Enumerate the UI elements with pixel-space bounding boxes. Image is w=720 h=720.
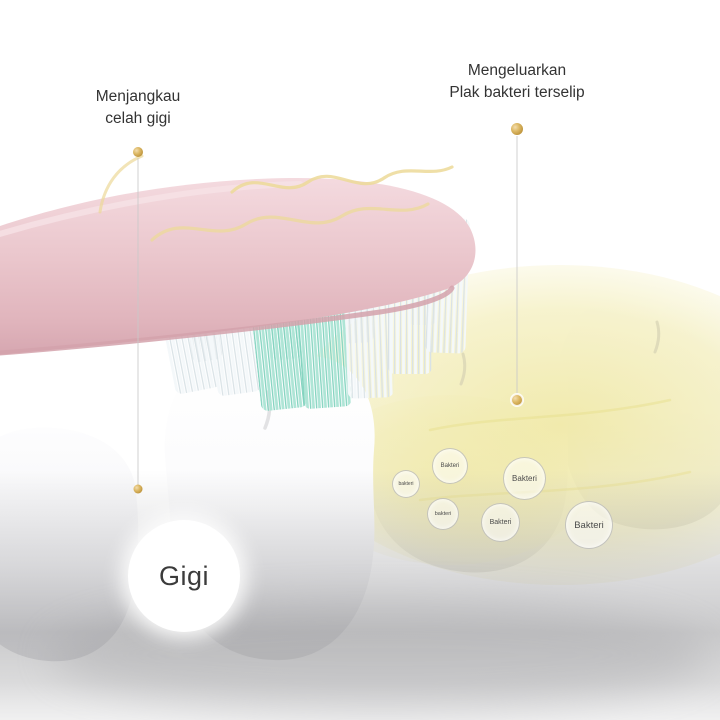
callout-left [133,147,143,494]
bacteria-label: Bakteri [440,463,460,469]
bacteria-bubble: Bakteri [565,501,613,549]
bacteria-label: bakteri [434,511,452,517]
annotation-line: Mengeluarkan [467,62,567,79]
callout-right [510,123,524,407]
bottom-shadow [0,470,720,720]
tooth-crevice [653,320,661,354]
bacteria-bubble: bakteri [427,498,459,530]
callout-dot [511,123,523,135]
annotation-reach-gaps: Menjangkau celah gigi [55,86,221,131]
annotation-line: Menjangkau [95,88,181,105]
bacteria-bubble: Bakteri [432,448,468,484]
tooth-crevice [459,352,467,386]
annotation-line: celah gigi [105,110,171,128]
bacteria-bubble: bakteri [392,470,420,498]
callout-dot [133,147,143,157]
bacteria-bubble: Bakteri [481,503,520,542]
tooth-label-circle: Gigi [128,520,240,632]
toothbrush-head [0,177,476,356]
callout-dot [133,484,143,494]
callout-dot [510,393,524,407]
annotation-line: Plak bakteri terselip [449,84,585,102]
tooth-label: Gigi [158,560,209,591]
bacteria-bubble: Bakteri [503,457,546,500]
motion-waves [98,154,454,242]
bacteria-label: Bakteri [574,519,604,531]
annotation-remove-plaque: Mengeluarkan Plak bakteri terselip [412,60,622,105]
bacteria-label: bakteri [398,481,414,487]
bacteria-label: Bakteri [512,474,537,483]
bacteria-label: Bakteri [489,519,512,526]
